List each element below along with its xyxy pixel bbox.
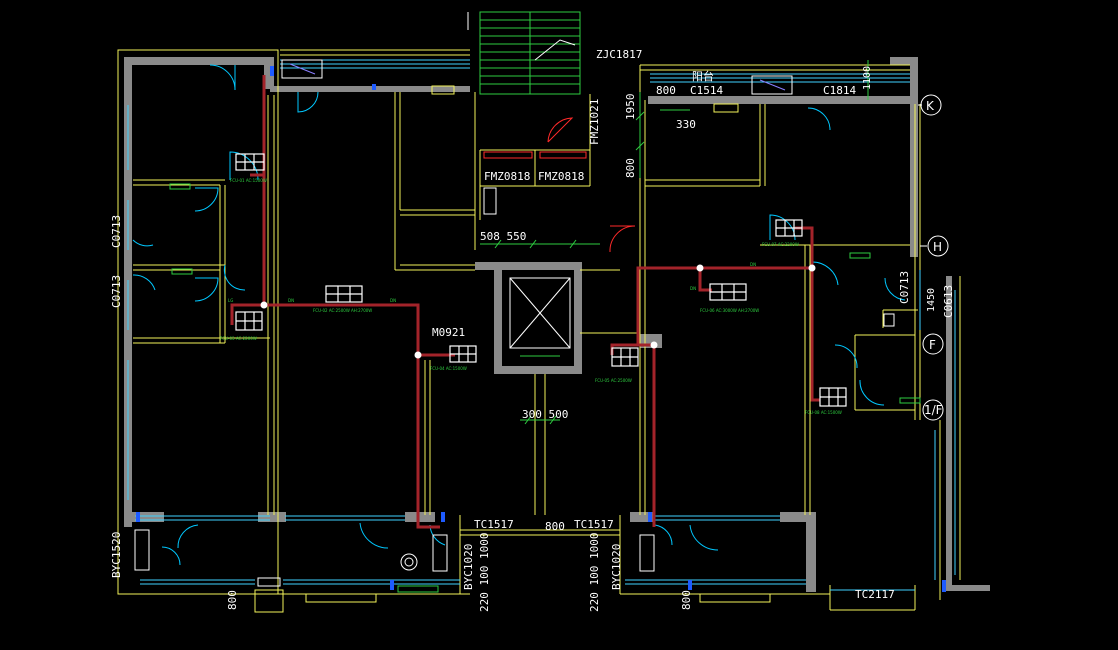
svg-text:FCU-06 AC:3000W AH:2700W: FCU-06 AC:3000W AH:2700W bbox=[700, 308, 759, 313]
svg-text:FCU-04 AC:1500W: FCU-04 AC:1500W bbox=[430, 366, 467, 371]
dimension-lines bbox=[480, 60, 869, 425]
label-d300-500: 300 500 bbox=[522, 408, 568, 421]
fcu-7 bbox=[775, 219, 803, 237]
svg-text:FCU-07 AC:2200W: FCU-07 AC:2200W bbox=[762, 242, 799, 247]
label-d800-a: 800 bbox=[624, 158, 637, 178]
svg-text:FCU-08 AC:1500W: FCU-08 AC:1500W bbox=[805, 410, 842, 415]
label-d330: 330 bbox=[676, 118, 696, 131]
label-m0921: M0921 bbox=[432, 326, 465, 339]
room-labels: ZJC1817 C1514 C1814 阳台 FMZ0818 FMZ0818 M… bbox=[432, 48, 895, 601]
label-d1450: 1450 bbox=[926, 288, 937, 312]
svg-text:LG: LG bbox=[228, 298, 233, 303]
annotation-text: FCU-01 AC:1500W FCU-02 AC:2500W AH:2700W… bbox=[220, 178, 842, 415]
label-d1100: 1100 bbox=[862, 66, 873, 90]
label-c1514: C1514 bbox=[690, 84, 723, 97]
label-c0713-b: C0713 bbox=[110, 275, 123, 308]
axis-1f: 1/F bbox=[924, 403, 943, 417]
label-d800-c: 800 bbox=[656, 84, 676, 97]
axis-labels: K H F 1/F bbox=[924, 99, 943, 417]
label-d800-d: 800 bbox=[545, 520, 565, 533]
axis-circle-h bbox=[927, 235, 949, 257]
label-zjc1817: ZJC1817 bbox=[596, 48, 642, 61]
svg-text:FCU-05 AC:2500W: FCU-05 AC:2500W bbox=[595, 378, 632, 383]
label-d800-e: 800 bbox=[680, 590, 693, 610]
label-byc1020-b: BYC1020 bbox=[610, 544, 623, 590]
fan-coil-units bbox=[235, 153, 847, 407]
label-c0613: C0613 bbox=[942, 285, 955, 318]
svg-text:DN: DN bbox=[750, 262, 756, 267]
label-fmz0818-a: FMZ0818 bbox=[484, 170, 530, 183]
label-fmz0818-b: FMZ0818 bbox=[538, 170, 584, 183]
svg-text:FCU-03 AC:2200W: FCU-03 AC:2200W bbox=[220, 336, 257, 341]
label-d508-550: 508 550 bbox=[480, 230, 526, 243]
label-tc2117: TC2117 bbox=[855, 588, 895, 601]
fixtures bbox=[134, 59, 921, 593]
doors bbox=[132, 64, 906, 566]
axis-k: K bbox=[926, 99, 935, 113]
pipe-nodes bbox=[260, 264, 816, 359]
fcu-8 bbox=[819, 387, 847, 407]
label-c0713-a: C0713 bbox=[110, 215, 123, 248]
blue-markers bbox=[136, 66, 946, 592]
label-fmz1021: FMZ1021 bbox=[588, 99, 601, 145]
axis-h: H bbox=[933, 240, 942, 254]
fcu-1 bbox=[235, 153, 265, 171]
svg-text:FCU-02 AC:2500W AH:2700W: FCU-02 AC:2500W AH:2700W bbox=[313, 308, 372, 313]
label-small-top: 阳台 bbox=[692, 69, 714, 83]
label-d800-b: 800 bbox=[226, 590, 239, 610]
vertical-labels: FMZ1021 1950 800 C0713 C0713 C0713 C0613… bbox=[110, 66, 955, 612]
walls-lines bbox=[117, 49, 961, 613]
label-d220-a: 220 100 1000 bbox=[478, 533, 491, 612]
fcu-2 bbox=[325, 285, 363, 303]
axis-circle-1f bbox=[922, 399, 944, 421]
axis-f: F bbox=[929, 338, 936, 352]
label-c0713-c: C0713 bbox=[898, 271, 911, 304]
fcu-4 bbox=[449, 345, 477, 363]
elevator-shaft bbox=[509, 277, 571, 357]
fcu-3 bbox=[235, 311, 263, 331]
svg-text:DN: DN bbox=[288, 298, 294, 303]
label-byc1520: BYC1520 bbox=[110, 532, 123, 578]
staircase bbox=[467, 11, 581, 95]
label-d220-b: 220 100 1000 bbox=[588, 533, 601, 612]
svg-text:FCU-01 AC:1500W: FCU-01 AC:1500W bbox=[230, 178, 267, 183]
fcu-6 bbox=[709, 283, 747, 301]
label-tc1517-b: TC1517 bbox=[574, 518, 614, 531]
axis-circle-f bbox=[922, 333, 944, 355]
hvac-pipes bbox=[230, 75, 820, 529]
svg-text:DN: DN bbox=[690, 286, 696, 291]
svg-text:DN: DN bbox=[390, 298, 396, 303]
windows-glass bbox=[127, 59, 956, 591]
fcu-5 bbox=[611, 347, 639, 367]
axis-markers bbox=[918, 94, 949, 421]
label-d1950: 1950 bbox=[624, 94, 637, 121]
label-tc1517-a: TC1517 bbox=[474, 518, 514, 531]
axis-circle-k bbox=[920, 94, 942, 116]
label-c1814: C1814 bbox=[823, 84, 856, 97]
label-byc1020-a: BYC1020 bbox=[462, 544, 475, 590]
